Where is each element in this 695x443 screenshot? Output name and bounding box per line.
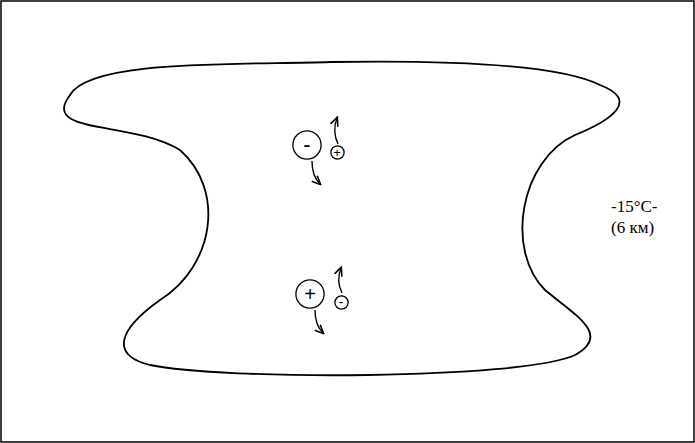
positive-charge: +	[330, 145, 345, 160]
charge-sign: -	[292, 130, 322, 160]
charge-sign: -	[334, 295, 349, 310]
charge-sign: +	[295, 279, 325, 309]
charge-sign: +	[330, 145, 345, 160]
negative-charge: -	[292, 130, 322, 160]
motion-arrow	[312, 161, 320, 184]
temperature-label: -15°C-	[611, 198, 657, 217]
cloud-outline	[64, 62, 620, 376]
motion-arrow	[339, 268, 342, 293]
negative-charge: -	[334, 295, 349, 310]
motion-arrow	[315, 310, 323, 333]
motion-arrow	[335, 118, 338, 144]
altitude-label: (6 км)	[611, 219, 654, 238]
positive-charge: +	[295, 279, 325, 309]
